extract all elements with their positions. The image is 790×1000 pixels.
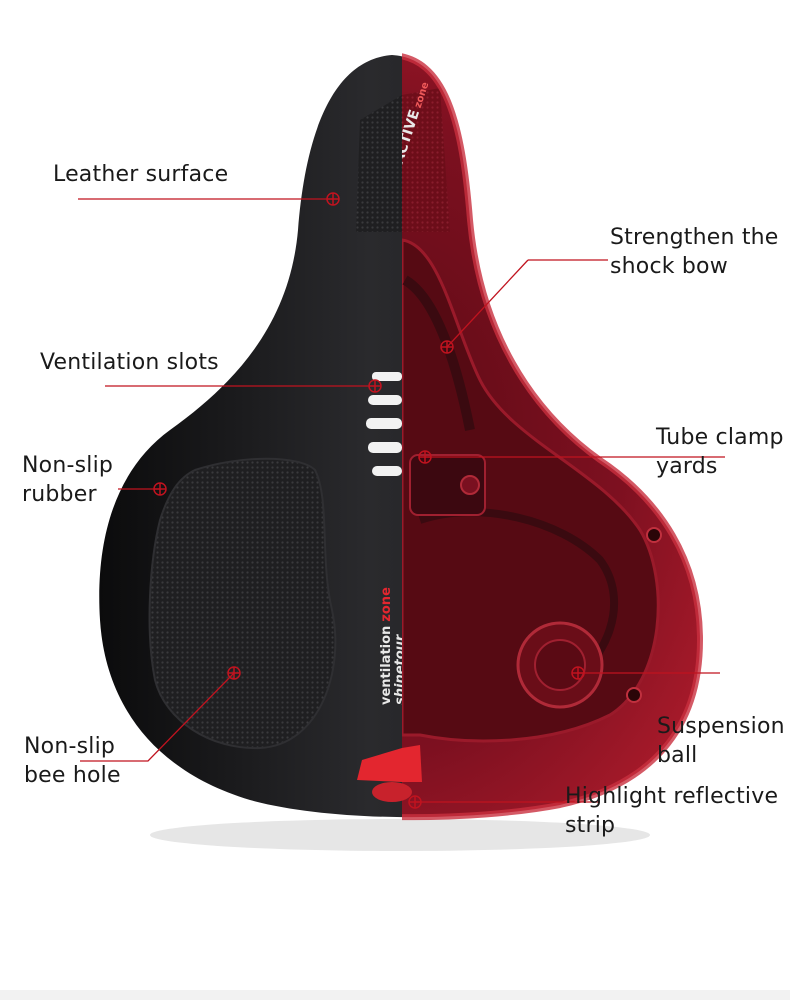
label-leather-surface: Leather surface [53,162,229,187]
saddle-left-half: ventilationzone shinetour [99,55,408,818]
reflective-strip [372,782,412,802]
label-tube-clamp: Tube clamp yards [656,425,784,479]
ventilation-slots [366,372,402,476]
screw [626,687,642,703]
marker-rubber [153,482,167,496]
tube-clamp [409,454,486,516]
marker-bee [227,666,241,680]
marker-vent [368,379,382,393]
screw [646,527,662,543]
marker-strip [408,795,422,809]
label-non-slip-rubber: Non-slip rubber [22,453,114,507]
marker-tube [418,450,432,464]
bee-hole-pad [148,457,337,750]
reflective-tail-right [402,745,422,782]
inner-shell [402,238,660,743]
callout-line-shock-diag [446,259,529,348]
bottom-edge [0,990,790,1000]
label-shock-bow: Strengthen the shock bow [610,225,779,279]
saddle-right-half: ACTIVEzone [402,55,700,817]
label-bee-hole: Non-slip bee hole [24,734,121,788]
marker-susp [571,666,585,680]
callout-markers [153,192,585,809]
callout-line-bee [80,672,235,762]
reflective-tail-left [357,748,402,782]
marker-leather [326,192,340,206]
nose-grip-pad-red [402,88,450,232]
callout-lines [78,198,725,803]
marker-shock [440,340,454,354]
side-brand-print: ventilationzone [379,587,394,705]
floor-shadow [150,819,650,851]
side-brand-print-2: shinetour [393,633,408,705]
label-reflective-strip: Highlight reflective strip [565,784,779,838]
nose-grip-pad [356,95,402,232]
label-suspension-ball: Suspension ball [657,714,785,768]
label-ventilation-slots: Ventilation slots [40,350,219,375]
